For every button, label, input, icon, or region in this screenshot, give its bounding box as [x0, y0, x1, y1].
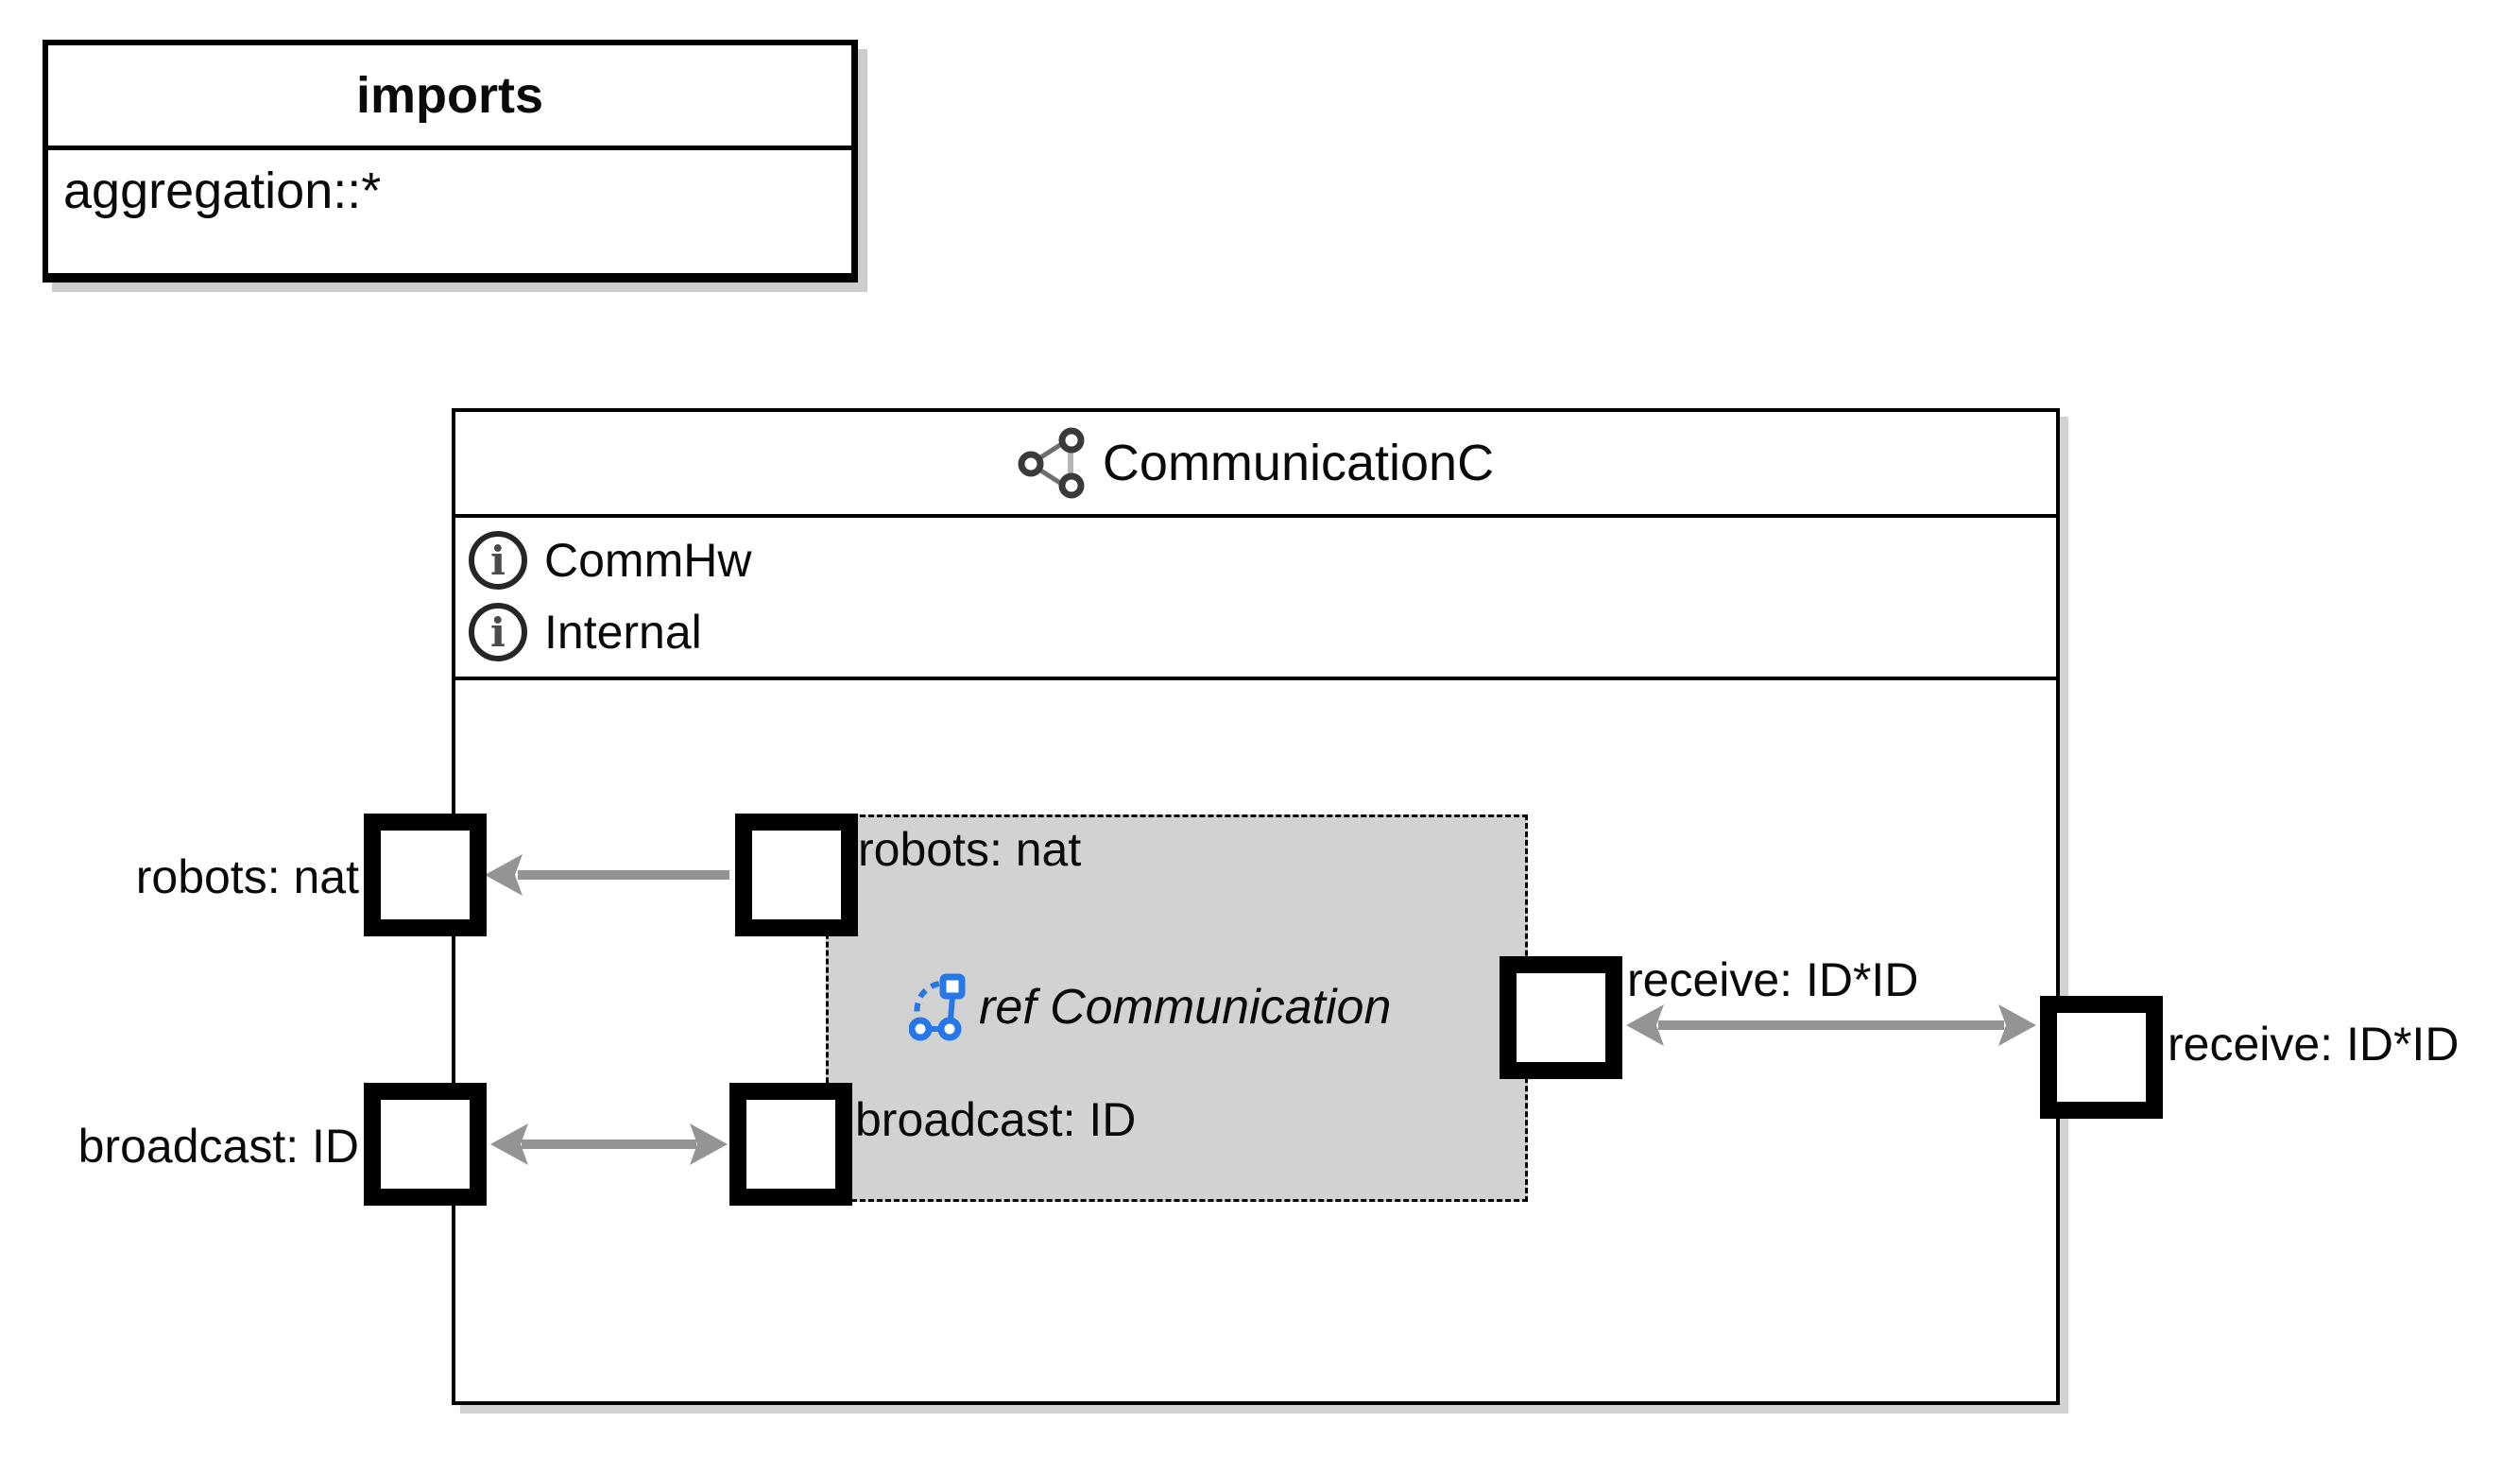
interface-row-commhw[interactable]: i CommHw	[469, 527, 2056, 593]
robots-connector[interactable]	[485, 854, 729, 896]
arrowhead-left-icon	[1626, 1004, 1664, 1046]
arrowhead-right-icon	[690, 1123, 728, 1165]
port-broadcast-inner[interactable]	[729, 1083, 852, 1206]
info-circle-icon: i	[469, 531, 527, 590]
broadcast-connector[interactable]	[490, 1123, 728, 1165]
ref-communication-box[interactable]	[826, 814, 1528, 1202]
component-interfaces-compartment: i CommHw i Internal	[455, 518, 2056, 680]
port-broadcast-outer[interactable]	[364, 1083, 487, 1206]
imports-box-title: imports	[48, 45, 851, 150]
component-header: CommunicationC	[455, 412, 2056, 518]
receive-inner-label[interactable]: receive: ID*ID	[1627, 953, 1919, 1006]
robots-inner-label[interactable]: robots: nat	[858, 823, 1082, 876]
graph-reference-icon	[909, 973, 966, 1041]
info-circle-icon: i	[469, 603, 527, 661]
ref-label[interactable]: ref Communication	[979, 980, 1392, 1035]
arrowhead-right-icon	[1998, 1004, 2036, 1046]
interface-row-internal[interactable]: i Internal	[469, 599, 2056, 665]
broadcast-inner-label[interactable]: broadcast: ID	[855, 1093, 1137, 1146]
receive-connector[interactable]	[1626, 1004, 2036, 1046]
interface-label: Internal	[544, 606, 702, 659]
share-network-icon	[1018, 427, 1085, 499]
broadcast-outer-label[interactable]: broadcast: ID	[77, 1120, 359, 1173]
port-receive-outer[interactable]	[2040, 996, 2163, 1119]
ref-title-row: ref Communication	[909, 971, 1391, 1043]
component-title: CommunicationC	[1102, 435, 1495, 491]
robots-outer-label[interactable]: robots: nat	[135, 850, 359, 903]
imports-box[interactable]: imports aggregation::*	[43, 40, 858, 283]
port-robots-outer[interactable]	[364, 814, 487, 936]
port-receive-inner[interactable]	[1500, 956, 1622, 1079]
arrowhead-left-icon	[485, 854, 523, 896]
imports-box-item[interactable]: aggregation::*	[63, 163, 382, 219]
arrowhead-left-icon	[490, 1123, 528, 1165]
receive-outer-label[interactable]: receive: ID*ID	[2168, 1018, 2460, 1071]
port-robots-inner[interactable]	[735, 814, 858, 936]
interface-label: CommHw	[544, 534, 752, 587]
